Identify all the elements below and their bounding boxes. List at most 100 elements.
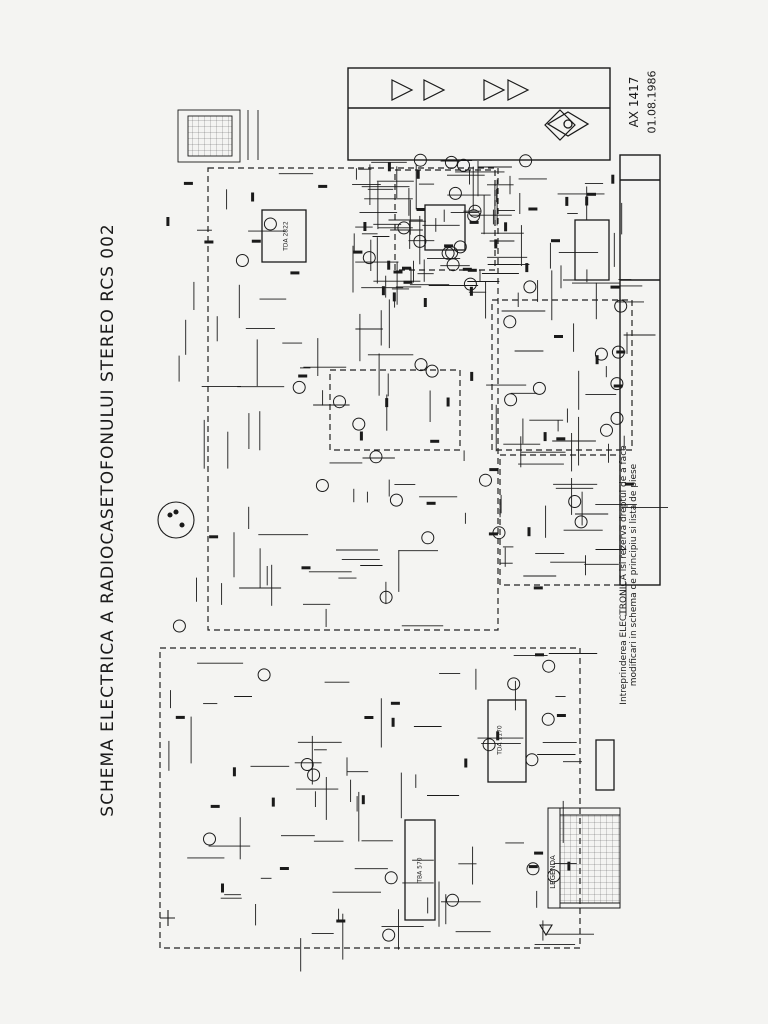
transistor-symbol xyxy=(397,221,411,235)
resistor-body xyxy=(543,432,547,442)
resistor-body xyxy=(416,169,420,179)
transistor-symbol xyxy=(610,411,624,425)
resistor-body xyxy=(554,335,563,338)
connector-symbols xyxy=(157,501,553,937)
transistor-symbol xyxy=(413,153,427,167)
resistor-body xyxy=(504,222,508,232)
disclaimer-line-2: modificari in schema de principiu si lis… xyxy=(629,463,639,687)
transistor-symbol xyxy=(263,217,277,231)
resistor-body xyxy=(175,715,185,719)
transistor-symbol xyxy=(425,364,439,378)
transistor-symbol xyxy=(235,254,249,267)
resistor-body xyxy=(430,439,440,443)
legend-label: LEGENDA xyxy=(549,855,557,889)
transistor-symbol xyxy=(519,154,533,168)
resistor-body xyxy=(446,397,450,407)
resistor-body xyxy=(444,244,454,248)
transistor-symbol xyxy=(362,251,376,265)
resistor-body xyxy=(393,270,403,274)
transistor-symbol xyxy=(413,234,427,248)
resistor-body xyxy=(381,286,385,296)
resistor-body xyxy=(301,566,311,570)
resistor-body xyxy=(402,266,411,270)
resistor-body xyxy=(467,268,477,272)
resistor-body xyxy=(183,181,193,185)
resistor-body xyxy=(391,717,395,727)
transistor-symbol xyxy=(568,495,582,508)
resistor-body xyxy=(423,298,427,307)
transistor-symbol xyxy=(532,381,546,395)
transistor-symbol xyxy=(444,155,458,169)
resistor-bodies xyxy=(166,162,634,923)
resistor-body xyxy=(279,867,289,870)
transistor-symbol xyxy=(526,862,540,876)
transistor-symbol xyxy=(453,240,467,254)
transistor-symbol xyxy=(479,473,492,487)
resistor-body xyxy=(392,292,396,302)
resistor-body xyxy=(469,220,479,224)
resistor-body xyxy=(204,240,214,244)
resistor-body xyxy=(390,701,400,705)
resistor-body xyxy=(528,207,538,211)
resistor-body xyxy=(528,865,538,869)
transistor-symbol xyxy=(600,423,613,437)
transistor-symbol xyxy=(503,315,517,329)
disclaimer-line-1: Intreprinderea ELECTRONICA isi rezerva d… xyxy=(619,445,629,705)
transistor-symbol xyxy=(507,677,521,691)
resistor-body xyxy=(232,767,236,777)
transistor-symbol xyxy=(614,299,628,313)
transistor-symbol xyxy=(257,668,271,682)
resistor-body xyxy=(426,501,436,505)
transistor-symbol xyxy=(307,768,321,782)
transistor-symbol xyxy=(389,493,403,507)
resistor-body xyxy=(290,271,300,275)
resistor-body xyxy=(318,184,328,188)
resistor-body xyxy=(535,653,544,657)
resistor-body xyxy=(611,174,615,184)
resistor-body xyxy=(251,192,255,202)
ic-label-2: TBA 570 xyxy=(416,857,424,883)
resistor-body xyxy=(359,431,363,441)
resistor-body xyxy=(585,196,589,206)
transistor-symbol xyxy=(379,590,393,604)
switch-table xyxy=(177,109,259,163)
company-logo xyxy=(546,111,590,137)
transistor-symbol xyxy=(541,712,555,726)
transistor-symbol xyxy=(482,738,496,752)
transistor-symbol xyxy=(172,619,186,633)
resistor-body xyxy=(489,468,499,472)
resistor-body xyxy=(353,250,363,254)
transistor-symbol xyxy=(448,186,462,200)
resistor-body xyxy=(364,716,374,719)
transistor-symbol xyxy=(525,753,539,767)
resistor-body xyxy=(610,285,620,289)
resistor-body xyxy=(534,851,544,855)
resistor-body xyxy=(533,586,543,590)
resistor-body xyxy=(551,239,560,243)
document-number: AX 1417 xyxy=(627,76,641,128)
transistor-symbol xyxy=(300,758,314,771)
resistor-body xyxy=(209,535,219,539)
resistor-body xyxy=(488,532,498,536)
schematic-title: SCHEMA ELECTRICA A RADIOCASETOFONULUI ST… xyxy=(98,223,118,817)
transistor-symbol xyxy=(574,515,588,529)
resistor-body xyxy=(595,355,599,365)
resistor-body xyxy=(613,384,623,388)
transistor-symbol xyxy=(384,871,398,885)
resistor-body xyxy=(361,795,365,805)
transistor-symbol xyxy=(414,358,428,372)
resistor-body xyxy=(565,196,569,206)
resistor-body xyxy=(221,883,224,893)
components xyxy=(172,153,628,942)
resistor-body xyxy=(624,482,634,486)
resistor-body xyxy=(494,239,498,249)
resistor-body xyxy=(469,286,473,296)
transistor-symbol xyxy=(610,377,624,391)
transistor-symbol xyxy=(468,204,482,218)
opamp-symbols xyxy=(391,79,576,141)
resistor-body xyxy=(416,208,426,211)
transistor-symbol xyxy=(594,347,608,361)
resistor-body xyxy=(403,280,413,284)
